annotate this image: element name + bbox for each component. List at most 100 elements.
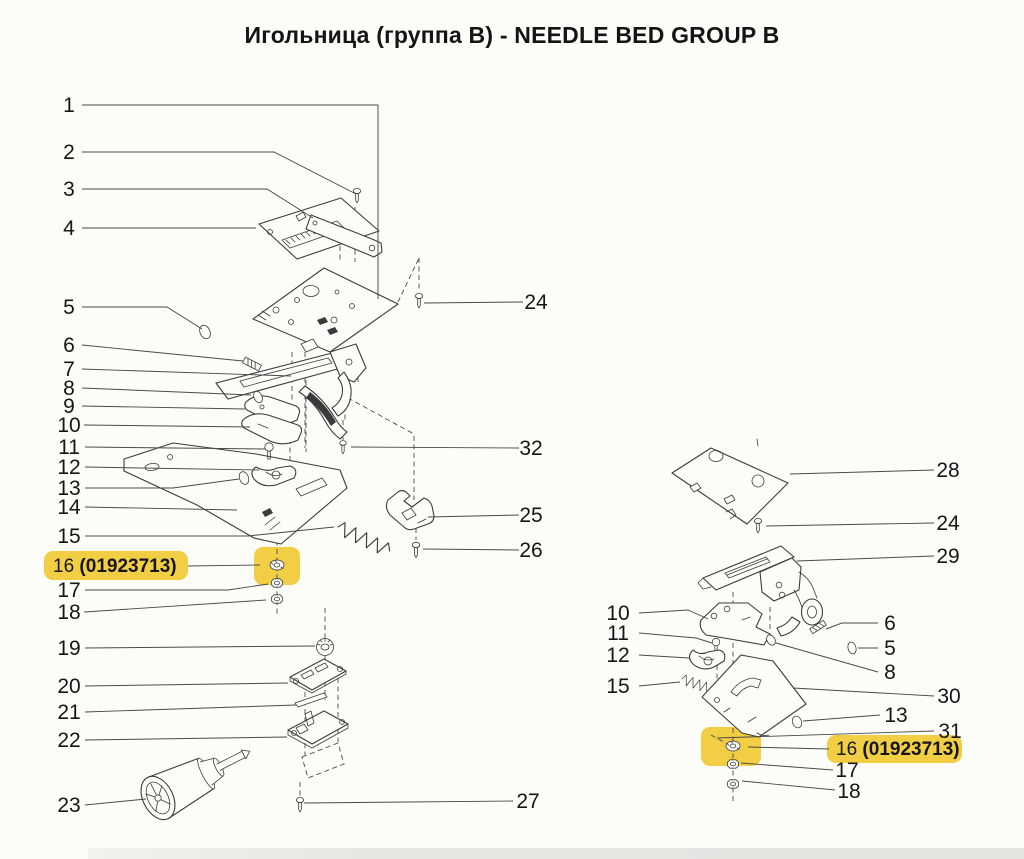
part-label-R8: 8 xyxy=(884,661,896,684)
leader-line-R30 xyxy=(792,687,935,697)
part-6-spring-pin-right xyxy=(809,619,827,635)
part-label-L25: 25 xyxy=(519,504,542,527)
leader-line-L7 xyxy=(81,368,292,377)
part-label-L12: 12 xyxy=(57,456,80,479)
leader-line-L9 xyxy=(81,405,246,410)
leader-line-L27 xyxy=(303,800,514,804)
part-label-R18: 18 xyxy=(837,780,860,803)
part-label-R24: 24 xyxy=(936,512,960,535)
part-label-R15: 15 xyxy=(606,675,629,698)
part-2-screw xyxy=(352,187,362,204)
part-label-R29: 29 xyxy=(936,545,959,568)
leader-line-R16 xyxy=(747,746,830,750)
part-label-L17: 17 xyxy=(57,579,80,602)
part-8-oval-washer-right xyxy=(766,634,776,646)
page-title: Игольница (группа B) - NEEDLE BED GROUP … xyxy=(244,22,780,48)
label-highlight-mark-L16 xyxy=(44,551,188,580)
leader-line-R17 xyxy=(740,762,834,771)
leader-line-R12 xyxy=(638,654,690,659)
part-label-R6: 6 xyxy=(884,612,896,635)
part-label-R5: 5 xyxy=(884,637,896,660)
leader-line-L20 xyxy=(84,682,289,687)
callout-leader-lines xyxy=(81,104,935,806)
leader-line-L26 xyxy=(422,548,520,551)
leader-line-R24 xyxy=(765,522,935,527)
part-8-oval-washer xyxy=(253,390,263,404)
part-label-L13: 13 xyxy=(57,477,80,500)
leader-line-L8 xyxy=(81,387,252,396)
leader-line-L5 xyxy=(82,306,203,330)
part-label-L1: 1 xyxy=(63,94,75,117)
leader-line-L12 xyxy=(84,466,260,471)
part-12-lever xyxy=(251,465,297,487)
part-label-R17: 17 xyxy=(835,759,858,782)
part-label-L3: 3 xyxy=(63,178,75,201)
part-label-L22: 22 xyxy=(57,729,80,752)
leader-line-R8 xyxy=(775,642,879,673)
part-label-L23: 23 xyxy=(57,794,80,817)
leader-line-R31 xyxy=(716,730,935,739)
leader-line-L21 xyxy=(84,704,297,713)
part-label-L19: 19 xyxy=(57,637,80,660)
part-label-L4: 4 xyxy=(63,217,75,240)
part-19-knurled-nut xyxy=(316,638,334,656)
leader-line-R29 xyxy=(796,555,935,562)
leader-line-L10 xyxy=(83,424,251,428)
leader-line-L18 xyxy=(83,599,267,613)
part-label-R12: 12 xyxy=(606,644,629,667)
part-16-washer-right xyxy=(725,740,741,752)
part-22-clip-plate xyxy=(287,710,349,749)
part-24-screw-right xyxy=(754,518,762,534)
leader-line-L14 xyxy=(84,506,238,511)
leader-line-L1 xyxy=(82,104,379,299)
part-5-oval-washer xyxy=(199,324,211,340)
part-label-R13: 13 xyxy=(884,704,907,727)
leader-line-L17 xyxy=(85,583,269,591)
leader-line-L15 xyxy=(85,526,335,537)
part-label-L21: 21 xyxy=(57,701,80,724)
part-26-screw xyxy=(411,541,421,559)
part-13-oval-washer xyxy=(238,471,250,485)
part-label-L6: 6 xyxy=(63,334,75,357)
part-28-cover-plate xyxy=(671,438,789,525)
leader-line-L2 xyxy=(82,151,357,195)
part-5-oval-washer-right xyxy=(847,641,857,655)
part-label-L14: 14 xyxy=(57,496,81,519)
part-23-roller-handle xyxy=(140,749,251,821)
label-highlight-mark-R16 xyxy=(827,735,962,763)
part-label-L18: 18 xyxy=(57,601,80,624)
part-label-L7: 7 xyxy=(63,358,75,381)
part-1-base-plate xyxy=(252,267,399,353)
right-exploded-view xyxy=(671,438,857,802)
leader-line-R28 xyxy=(789,469,935,475)
leader-line-R11 xyxy=(638,632,713,644)
part-21-pin xyxy=(294,692,328,708)
part-label-L20: 20 xyxy=(57,675,80,698)
part-27-screw xyxy=(295,797,305,813)
leader-line-L23 xyxy=(84,798,147,806)
leader-line-R15 xyxy=(638,681,681,687)
part-16-washer-left xyxy=(269,559,285,571)
leader-line-R13 xyxy=(802,714,881,722)
part-label-L11: 11 xyxy=(58,436,80,459)
part-label-L24: 24 xyxy=(524,291,548,314)
leader-line-L19 xyxy=(84,645,316,649)
part-label-R31: 31 xyxy=(938,720,961,743)
part-10-bracket xyxy=(241,413,303,445)
part-18-nut-left xyxy=(271,594,283,604)
part-20-slotted-plate xyxy=(289,658,347,694)
part-label-R30: 30 xyxy=(937,685,960,708)
part-label-L5: 5 xyxy=(63,296,75,319)
leader-line-R6 xyxy=(825,622,878,630)
part-15-spring xyxy=(334,520,394,558)
leader-line-L32 xyxy=(350,446,520,449)
part-25-clamp-bracket xyxy=(385,489,435,531)
leader-line-L16 xyxy=(187,564,261,567)
part-29-roller-bracket xyxy=(697,545,824,637)
scan-edge-artifact xyxy=(88,848,1024,859)
part-7-slide-bar xyxy=(215,343,367,440)
part-32-screw xyxy=(339,440,347,455)
